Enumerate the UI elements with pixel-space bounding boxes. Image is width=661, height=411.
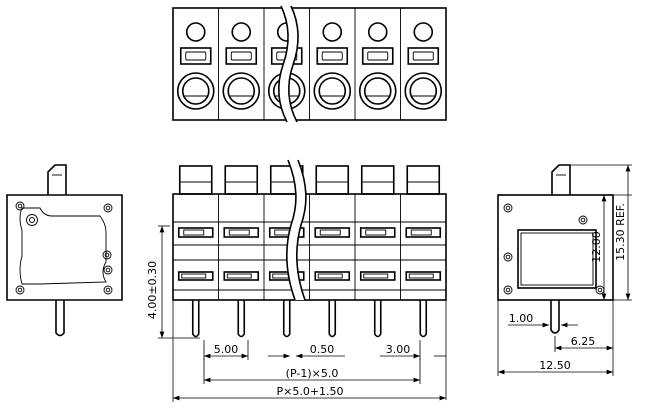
top-wire-hole-inner — [181, 77, 210, 105]
front-lower-slot — [405, 271, 442, 281]
top-wire-hole-inner — [318, 77, 347, 105]
front-button-cap — [315, 165, 350, 195]
gap-label: 0.50 — [310, 343, 335, 356]
front-button-cap — [178, 165, 213, 195]
top-button-outer — [407, 47, 440, 65]
top-small-hole — [367, 22, 388, 42]
front-lower-slot — [359, 271, 396, 281]
front-pin — [237, 300, 246, 338]
front-pin — [191, 300, 200, 338]
left-side-view — [6, 164, 123, 337]
top-button-inner — [367, 51, 389, 61]
top-wire-hole-outer — [404, 72, 443, 110]
right-width-label: 12.50 — [539, 359, 571, 372]
top-button-inner — [185, 51, 207, 61]
top-small-hole — [231, 22, 252, 42]
top-button-inner — [412, 51, 434, 61]
top-wire-hole-outer — [176, 72, 215, 110]
top-button-inner — [230, 51, 252, 61]
top-button-outer — [361, 47, 394, 65]
height-tol-label: 4.00±0.30 — [146, 261, 159, 319]
front-pin — [419, 300, 428, 338]
pitch-label: 5.00 — [214, 343, 239, 356]
top-small-hole — [185, 22, 206, 42]
front-view: 4.00±0.30 5.00 0.50 3.00 (P-1)×5.0 P×5.0… — [146, 159, 447, 402]
front-lower-spring — [408, 273, 434, 279]
top-wire-hole-outer — [222, 72, 261, 110]
front-upper-spring — [183, 229, 205, 236]
front-button-cap — [224, 165, 259, 195]
right-ref-label: 15.30 REF. — [614, 203, 627, 261]
edge-label: 3.00 — [386, 343, 411, 356]
front-lower-spring — [226, 273, 252, 279]
front-lower-slot — [268, 271, 305, 281]
front-lower-spring — [181, 273, 207, 279]
front-lower-spring — [317, 273, 343, 279]
front-upper-slot — [405, 227, 442, 238]
top-wire-hole-inner — [227, 77, 256, 105]
front-pin — [373, 300, 382, 338]
top-button-inner — [321, 51, 343, 61]
span-total-label: P×5.0+1.50 — [276, 385, 343, 398]
top-button-outer — [179, 47, 212, 65]
front-lower-slot — [177, 271, 214, 281]
right-pin-pos-label: 6.25 — [571, 335, 596, 348]
front-upper-slot — [268, 227, 305, 238]
top-small-hole — [322, 22, 343, 42]
top-small-hole — [413, 22, 434, 42]
front-pin — [282, 300, 291, 338]
top-button-outer — [225, 47, 258, 65]
front-upper-slot — [223, 227, 260, 238]
front-button-cap — [406, 165, 441, 195]
front-lower-slot — [314, 271, 351, 281]
top-view — [172, 5, 447, 123]
front-upper-slot — [359, 227, 396, 238]
front-upper-spring — [228, 229, 250, 236]
span-pitch-label: (P-1)×5.0 — [286, 367, 339, 380]
front-upper-slot — [177, 227, 214, 238]
front-upper-slot — [314, 227, 351, 238]
front-upper-spring — [365, 229, 387, 236]
right-inner-h-label: 12.00 — [590, 231, 603, 263]
top-wire-hole-outer — [358, 72, 397, 110]
front-lower-slot — [223, 271, 260, 281]
right-pin-off-label: 1.00 — [509, 312, 534, 325]
front-lower-spring — [363, 273, 389, 279]
right-side-view: 12.00 15.30 REF. 1.00 6.25 12.50 — [497, 164, 632, 376]
front-pin — [328, 300, 337, 338]
front-button-cap — [360, 165, 395, 195]
top-wire-hole-inner — [409, 77, 438, 105]
top-button-outer — [316, 47, 349, 65]
front-upper-spring — [410, 229, 432, 236]
top-wire-hole-outer — [313, 72, 352, 110]
front-upper-spring — [319, 229, 341, 236]
top-wire-hole-inner — [363, 77, 392, 105]
